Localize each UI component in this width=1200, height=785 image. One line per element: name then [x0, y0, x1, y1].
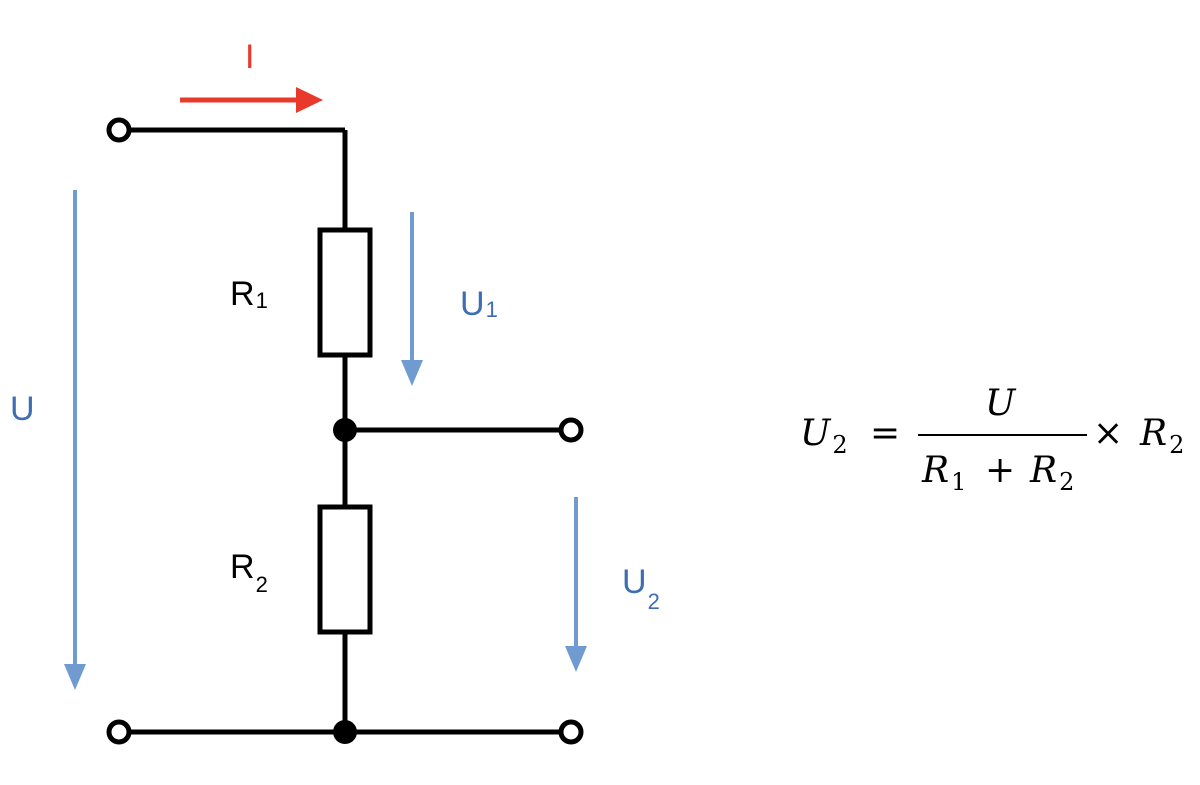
- junction-dot-middle: [333, 418, 357, 442]
- resistor-r1-label: R1: [230, 275, 268, 313]
- voltage-divider-formula: U2 = U R1 + R2 × R2: [800, 383, 1184, 496]
- voltage-total-arrow-head: [64, 664, 86, 690]
- voltage1-label: U1: [460, 285, 498, 323]
- formula-denominator-r2: R2: [1029, 450, 1074, 496]
- formula-denominator-plus: +: [985, 450, 1015, 491]
- resistor-r2: [317, 504, 373, 635]
- voltage1-arrow-head: [401, 360, 423, 386]
- formula-numerator: U: [985, 383, 1017, 424]
- resistor-r1: [317, 227, 373, 358]
- terminal-top-left: [106, 117, 132, 143]
- junction-dot-bottom: [333, 720, 357, 744]
- terminal-bottom-left: [106, 719, 132, 745]
- current-label: I: [245, 38, 254, 76]
- current-arrow: [180, 87, 323, 113]
- formula-equals: =: [870, 413, 900, 454]
- current-arrow-head: [296, 87, 323, 113]
- voltage-total-label: U: [10, 390, 35, 428]
- resistor-r2-label: R2: [230, 548, 268, 597]
- formula-lhs: U2: [800, 413, 848, 459]
- terminal-middle-right: [558, 417, 584, 443]
- voltage2-arrow: [565, 497, 587, 672]
- formula-times: ×: [1093, 413, 1123, 454]
- voltage2-label: U2: [622, 563, 660, 614]
- formula-rhs: R2: [1139, 413, 1184, 459]
- formula-denominator-r1: R1: [921, 450, 966, 496]
- terminal-bottom-right: [558, 719, 584, 745]
- voltage1-arrow: [401, 212, 423, 386]
- circuit-wires: [130, 127, 560, 735]
- voltage-total-arrow: [64, 190, 86, 690]
- voltage2-arrow-head: [565, 646, 587, 672]
